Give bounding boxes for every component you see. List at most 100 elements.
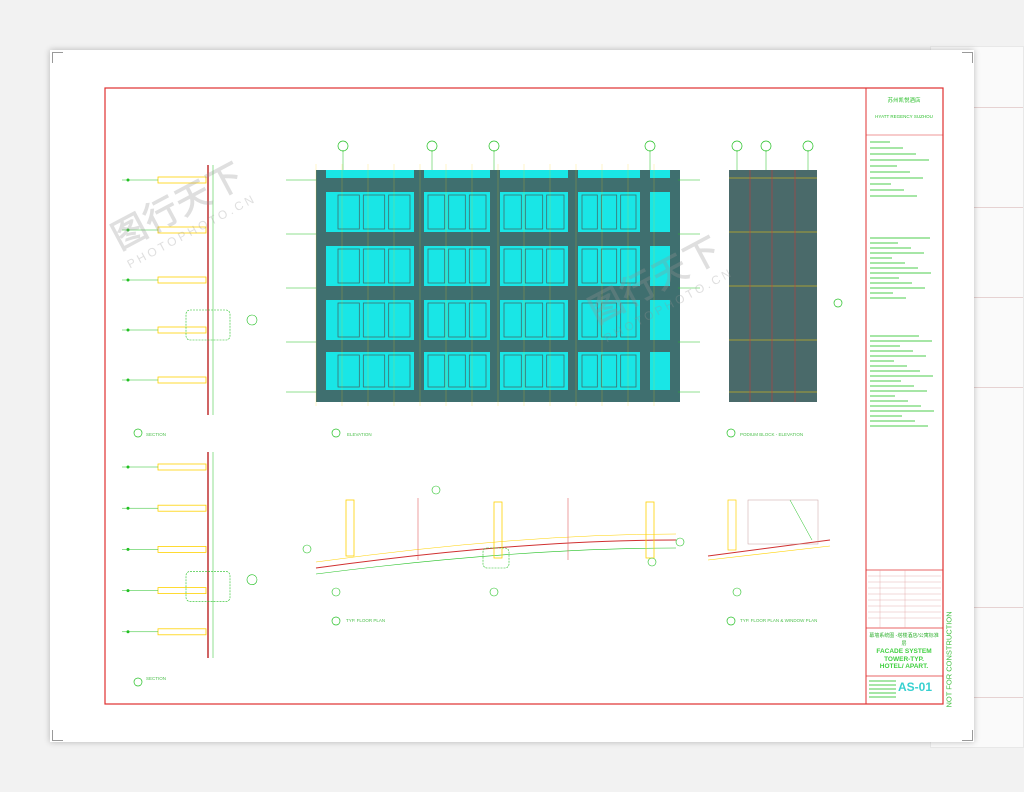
window-pane: [388, 194, 411, 230]
project-title-cn: 苏州凯悦酒店: [887, 98, 921, 104]
title-block-frame: [865, 87, 944, 705]
floor-slab: [157, 326, 207, 334]
level-marker: [126, 547, 130, 551]
detail-callout: [185, 309, 231, 341]
axis-bubble: [644, 140, 656, 152]
title-block-notes: [868, 141, 941, 698]
hatch-line: [789, 499, 813, 541]
axis-bubble: [802, 140, 814, 152]
window-pane: [524, 194, 544, 230]
column-pier: [568, 170, 578, 402]
column-pier: [670, 170, 680, 402]
window-pane: [524, 302, 544, 338]
project-title-en: HYATT REGENCY SUZHOU: [875, 114, 933, 119]
window-pane: [546, 194, 565, 230]
column-pier: [490, 170, 500, 402]
window-pane: [503, 194, 522, 230]
mullion-line-plan: [315, 533, 677, 563]
window-pane: [362, 194, 386, 230]
window-pane: [362, 248, 386, 284]
window-pane: [503, 248, 522, 284]
window-pane: [620, 194, 637, 230]
window-pane: [427, 302, 446, 338]
floor-slab: [157, 376, 207, 384]
project-title: 苏州凯悦酒店 HYATT REGENCY SUZHOU: [868, 96, 940, 119]
floor-slab: [157, 504, 207, 512]
level-marker: [126, 589, 130, 593]
column-plan: [493, 501, 503, 559]
sheet-title: 幕墙系统图 -塔楼酒店/公寓标准层 FACADE SYSTEM TOWER-TY…: [868, 633, 940, 671]
window-pane: [546, 354, 565, 388]
elevation-view: [286, 140, 700, 406]
level-marker: [126, 465, 130, 469]
column-pier: [640, 170, 650, 402]
floor-slab: [157, 628, 207, 636]
window-pane: [448, 248, 466, 284]
axis-bubble: [331, 587, 341, 597]
floor-slab: [157, 463, 207, 471]
slab-edge-plan: [315, 547, 677, 575]
level-marker: [126, 506, 130, 510]
facade-line-plan: [707, 539, 831, 557]
window-pane: [427, 354, 446, 388]
window-pane: [600, 302, 618, 338]
window-pane: [620, 248, 637, 284]
window-pane: [503, 354, 522, 388]
window-pane: [600, 248, 618, 284]
view-label-elevation: ELEVATION: [347, 432, 372, 437]
window-pane: [600, 354, 618, 388]
window-pane: [388, 248, 411, 284]
window-pane: [620, 302, 637, 338]
floor-slab: [157, 176, 207, 184]
column-plan: [645, 501, 655, 559]
view-bubble: [726, 616, 736, 626]
floor-slab: [157, 276, 207, 284]
level-marker: [126, 228, 130, 232]
view-bubble: [726, 428, 736, 438]
window-pane: [600, 194, 618, 230]
level-marker: [126, 178, 130, 182]
crop-mark: [962, 730, 973, 741]
crop-mark: [962, 52, 973, 63]
window-pane: [581, 194, 598, 230]
window-pane: [546, 248, 565, 284]
window-pane: [581, 248, 598, 284]
axis-bubble: [732, 587, 742, 597]
axis-bubble: [731, 140, 743, 152]
detail-callout: [185, 571, 231, 602]
not-for-construction-stamp: NOT FOR CONSTRUCTION: [942, 611, 956, 710]
plan-views: [302, 485, 831, 626]
facade-line-plan: [315, 539, 677, 569]
axis-bubble: [675, 537, 685, 547]
window-pane: [468, 302, 487, 338]
view-label-podium-plan: TYP. FLOOR PLAN & WINDOW PLAN: [740, 618, 818, 623]
window-pane: [468, 248, 487, 284]
axis-bubble: [488, 140, 500, 152]
stamp-text: NOT FOR CONSTRUCTION: [944, 611, 954, 708]
axis-bubble: [760, 140, 772, 152]
sheet-number: AS-01: [898, 680, 933, 694]
level-bubble: [833, 298, 843, 308]
view-label-section-top: SECTION: [146, 432, 167, 437]
column-pier: [414, 170, 424, 402]
window-pane: [524, 248, 544, 284]
window-pane: [581, 354, 598, 388]
window-pane: [362, 302, 386, 338]
view-bubble: [331, 428, 341, 438]
slab-edge-plan: [707, 545, 831, 561]
floor-slab: [157, 226, 207, 234]
column-plan: [727, 499, 737, 551]
crop-mark: [52, 730, 63, 741]
section-views: [122, 165, 736, 687]
window-pane: [337, 302, 360, 338]
window-pane: [362, 354, 386, 388]
window-pane: [337, 354, 360, 388]
axis-bubble: [647, 557, 657, 567]
axis-bubble: [489, 587, 499, 597]
level-marker: [126, 278, 130, 282]
window-pane: [503, 302, 522, 338]
room-outline: [747, 499, 819, 545]
axis-bubble: [337, 140, 349, 152]
sheet-title-cn: 幕墙系统图 -塔楼酒店/公寓标准层: [869, 633, 939, 647]
detail-callout: [482, 547, 510, 569]
